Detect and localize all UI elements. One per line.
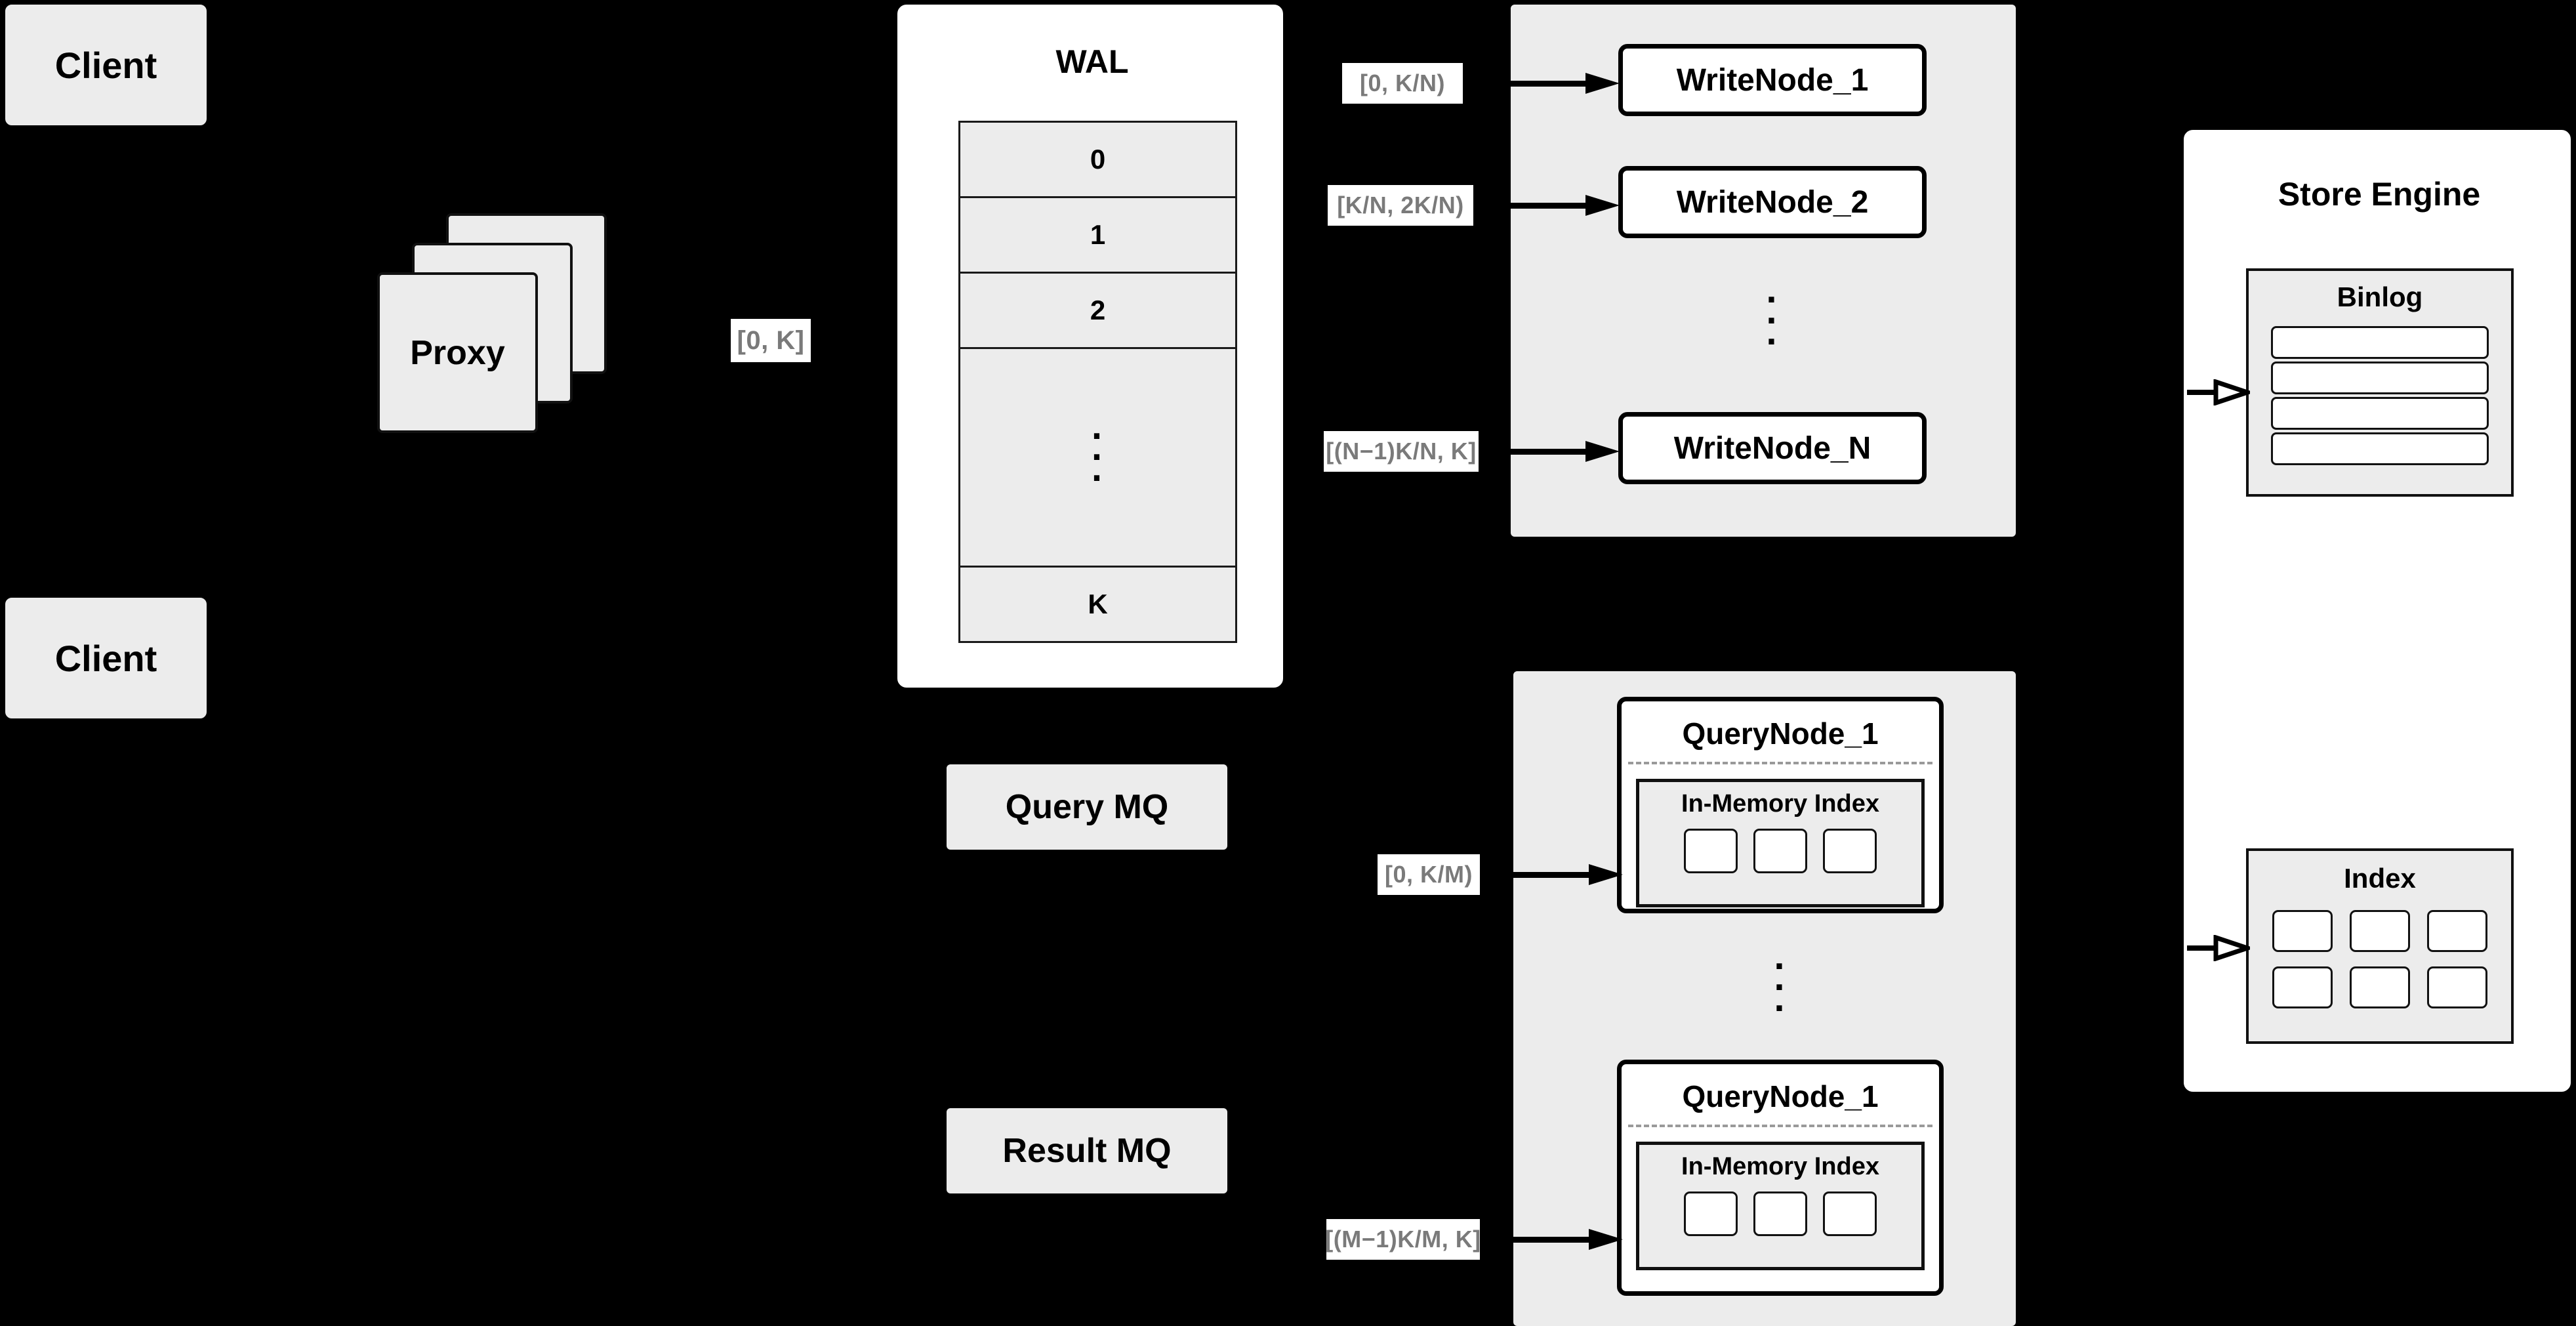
client-label: Client — [54, 44, 157, 86]
hollow-arrowhead-icon — [2213, 379, 2250, 405]
query-node-2-range-label: [(M−1)K/M, K] — [1325, 1219, 1481, 1260]
index-inbound-arrow — [2187, 935, 2250, 961]
query-node-2[interactable]: QueryNode_1 In-Memory Index — [1617, 1060, 1944, 1296]
wal-row-list: 0 1 2 · · · K — [958, 121, 1237, 643]
index-slot[interactable] — [1753, 1191, 1807, 1236]
binlog-row[interactable] — [2271, 432, 2489, 465]
write-node-vertical-ellipsis-icon: · · · — [1766, 278, 1779, 363]
write-node-1[interactable]: WriteNode_1 — [1618, 44, 1927, 116]
index-slot[interactable] — [1684, 829, 1738, 873]
write-node-n-arrow — [1507, 441, 1625, 462]
proxy-card-front[interactable]: Proxy — [377, 272, 538, 433]
store-engine-panel: Store Engine Binlog Index — [2184, 130, 2571, 1092]
query-node-1-range-label: [0, K/M) — [1378, 854, 1480, 895]
proxy-to-wal-connector — [656, 339, 684, 343]
write-node-n-range-label: [(N−1)K/N, K] — [1324, 431, 1479, 472]
query-mq-box[interactable]: Query MQ — [947, 764, 1227, 850]
index-slot[interactable] — [2272, 966, 2333, 1008]
binlog-label: Binlog — [2337, 281, 2423, 312]
write-node-1-range-label: [0, K/N) — [1342, 63, 1463, 104]
query-node-vertical-ellipsis-icon: · · · — [1774, 945, 1787, 1029]
binlog-inbound-arrow — [2187, 379, 2250, 405]
wal-panel: WAL 0 1 2 · · · K — [897, 5, 1283, 688]
index-slot[interactable] — [2350, 966, 2410, 1008]
client-box-2[interactable]: Client — [5, 598, 207, 718]
query-node-2-title: QueryNode_1 — [1682, 1079, 1879, 1113]
index-slot[interactable] — [1823, 829, 1877, 873]
client-label: Client — [54, 637, 157, 679]
proxy-stack[interactable]: Proxy — [377, 213, 685, 436]
proxy-label: Proxy — [410, 333, 505, 372]
query-node-group: QueryNode_1 In-Memory Index · · · QueryN… — [1513, 671, 2016, 1326]
index-slot[interactable] — [1684, 1191, 1738, 1236]
vertical-ellipsis-icon: · · · — [1091, 415, 1105, 499]
binlog-row[interactable] — [2271, 326, 2489, 359]
index-slot[interactable] — [2350, 910, 2410, 952]
query-node-2-arrow — [1507, 1229, 1628, 1250]
wal-title: WAL — [1055, 43, 1129, 80]
index-slot[interactable] — [1823, 1191, 1877, 1236]
binlog-box: Binlog — [2246, 268, 2514, 497]
store-engine-title: Store Engine — [2278, 176, 2481, 213]
result-mq-label: Result MQ — [1002, 1132, 1172, 1170]
write-node-n[interactable]: WriteNode_N — [1618, 412, 1927, 484]
proxy-range-label: [0, K] — [731, 319, 811, 362]
write-node-2[interactable]: WriteNode_2 — [1618, 166, 1927, 238]
wal-row[interactable]: 2 — [958, 274, 1237, 349]
query-mq-label: Query MQ — [1005, 788, 1169, 826]
write-node-2-range-label: [K/N, 2K/N) — [1328, 185, 1473, 226]
query-node-2-in-memory-index: In-Memory Index — [1636, 1142, 1925, 1270]
index-slot[interactable] — [2272, 910, 2333, 952]
index-box: Index — [2246, 848, 2514, 1044]
binlog-row[interactable] — [2271, 362, 2489, 394]
query-node-1-title: QueryNode_1 — [1682, 716, 1879, 751]
in-memory-index-label: In-Memory Index — [1681, 790, 1879, 818]
query-node-2-divider — [1628, 1125, 1932, 1127]
index-slot[interactable] — [2427, 910, 2487, 952]
query-node-1[interactable]: QueryNode_1 In-Memory Index — [1617, 697, 1944, 913]
in-memory-index-label: In-Memory Index — [1681, 1153, 1879, 1180]
wal-row[interactable]: 0 — [958, 121, 1237, 198]
binlog-row[interactable] — [2271, 397, 2489, 430]
index-label: Index — [2344, 863, 2416, 894]
index-slot[interactable] — [1753, 829, 1807, 873]
result-mq-box[interactable]: Result MQ — [947, 1108, 1227, 1193]
wal-row[interactable]: K — [958, 568, 1237, 643]
index-slot[interactable] — [2427, 966, 2487, 1008]
wal-row-ellipsis: · · · — [958, 349, 1237, 568]
hollow-arrowhead-icon — [2213, 935, 2250, 961]
client-box-1[interactable]: Client — [5, 5, 207, 125]
query-node-1-arrow — [1507, 864, 1628, 885]
wal-row[interactable]: 1 — [958, 198, 1237, 274]
query-node-1-divider — [1628, 762, 1932, 764]
write-node-2-arrow — [1507, 195, 1625, 216]
write-node-1-arrow — [1507, 73, 1625, 94]
query-node-1-in-memory-index: In-Memory Index — [1636, 779, 1925, 907]
